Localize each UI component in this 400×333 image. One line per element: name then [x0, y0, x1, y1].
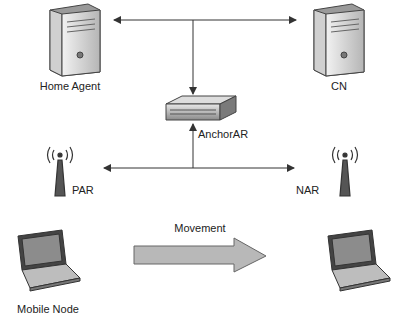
laptop-icon — [328, 230, 390, 291]
node-label: NAR — [296, 184, 319, 197]
server-node: Home Agent — [28, 0, 112, 94]
link-line — [104, 168, 294, 169]
link-line — [114, 20, 296, 21]
node-label: AnchorAR — [198, 128, 248, 141]
router-icon — [166, 96, 236, 120]
access-router-node: PAR — [40, 140, 102, 198]
node-label: Mobile Node — [17, 303, 79, 316]
node-label: PAR — [72, 184, 94, 197]
router-node: AnchorAR — [160, 92, 256, 142]
node-label: Home Agent — [40, 80, 101, 93]
pointer-arrow — [193, 124, 194, 168]
pointer-arrow — [193, 20, 194, 94]
antenna-icon — [333, 147, 358, 196]
node-label: Movement — [174, 222, 225, 235]
antenna-icon — [48, 147, 73, 196]
access-router-node: NAR — [296, 140, 358, 198]
server-node: CN — [298, 0, 380, 94]
movement-arrow: Movement — [130, 222, 270, 274]
node-label: CN — [331, 80, 347, 93]
server-icon — [314, 4, 364, 76]
mobile-node: Mobile Node — [0, 225, 96, 317]
server-icon — [50, 4, 100, 76]
laptop-icon — [18, 230, 80, 291]
